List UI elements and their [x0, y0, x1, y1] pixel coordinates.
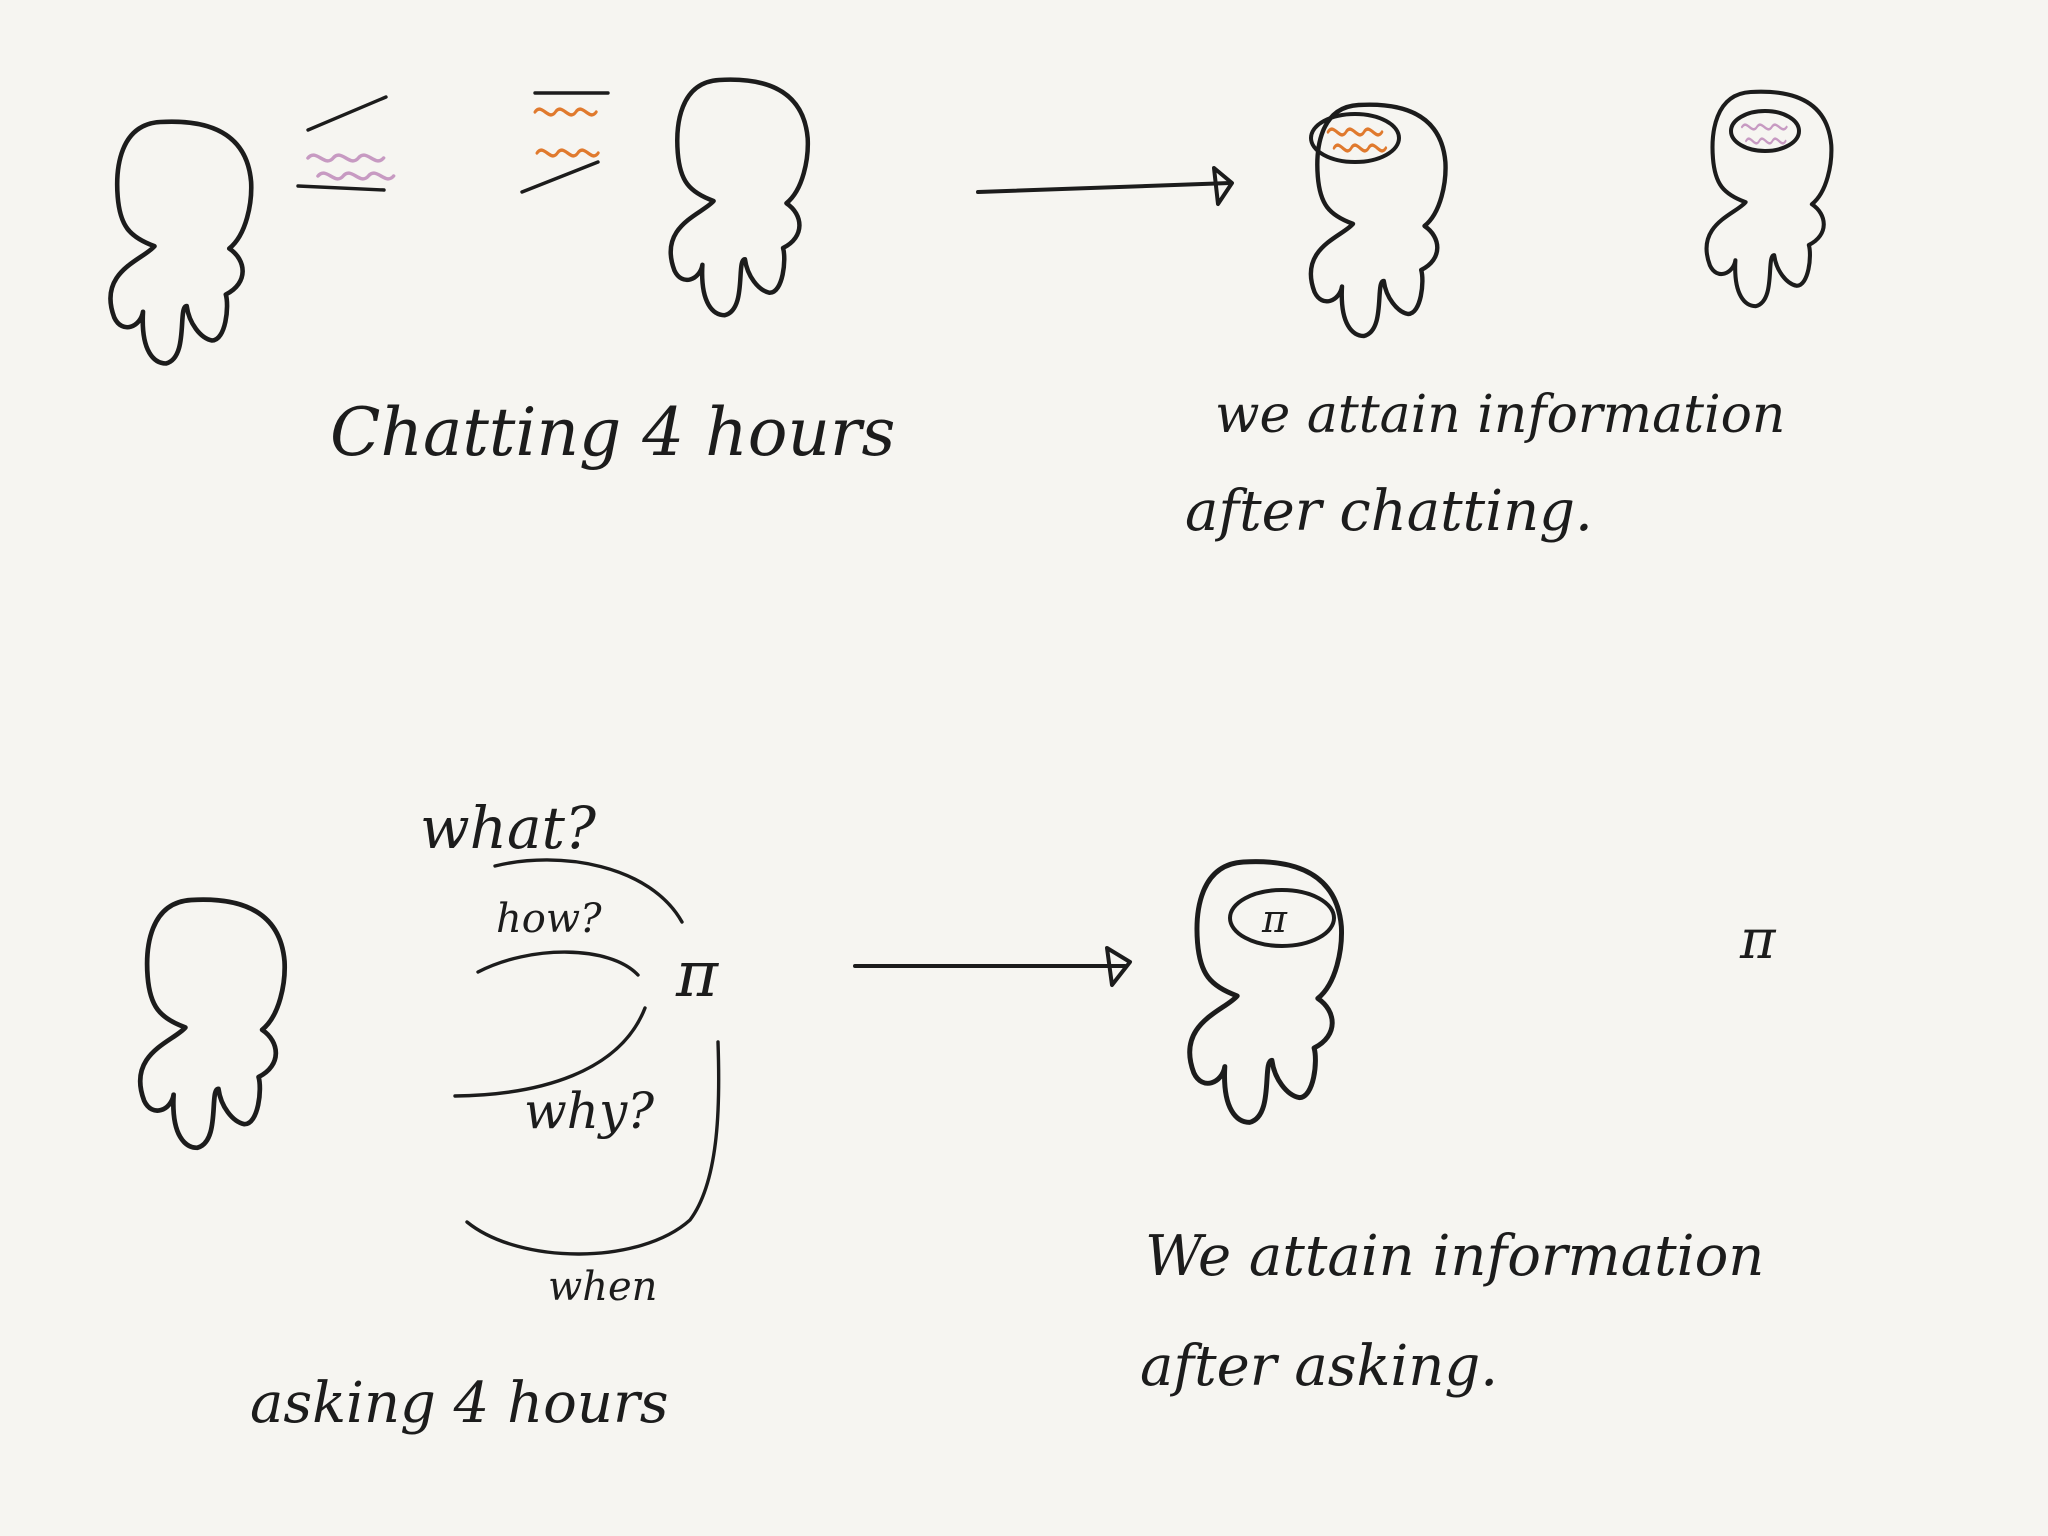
person-with-purple-thoughts [1707, 92, 1832, 307]
chatting-result-line1: we attain information [1215, 385, 1785, 445]
pi-source-symbol: π [675, 938, 719, 1012]
speech-waves-icon [296, 95, 396, 192]
pi-floating-symbol: π [1739, 908, 1777, 971]
asking-duration-caption: asking 4 hours [250, 1371, 668, 1436]
arrow-right-icon [976, 166, 1234, 206]
speech-waves-icon [520, 91, 610, 194]
person-with-pi-thought [1190, 862, 1342, 1123]
question-what: what? [420, 794, 597, 862]
asking-result-line2: after asking. [1140, 1334, 1498, 1399]
person-left-chatting [110, 122, 251, 364]
question-why: why? [524, 1082, 655, 1140]
pi-in-head-symbol: π [1261, 897, 1288, 941]
question-how: how? [496, 896, 602, 942]
question-when: when [548, 1264, 657, 1310]
question-arc-how [476, 950, 640, 977]
person-right-chatting [671, 80, 808, 316]
person-asking [140, 900, 284, 1148]
question-arc-what [493, 858, 684, 924]
chatting-result-line2: after chatting. [1185, 479, 1593, 544]
question-arc-when [465, 1040, 721, 1256]
question-arc-why [453, 1006, 647, 1098]
person-with-orange-thoughts [1311, 105, 1446, 336]
chatting-duration-caption: Chatting 4 hours [330, 394, 895, 471]
asking-result-line1: We attain information [1145, 1224, 1764, 1289]
arrow-right-icon [853, 946, 1132, 987]
